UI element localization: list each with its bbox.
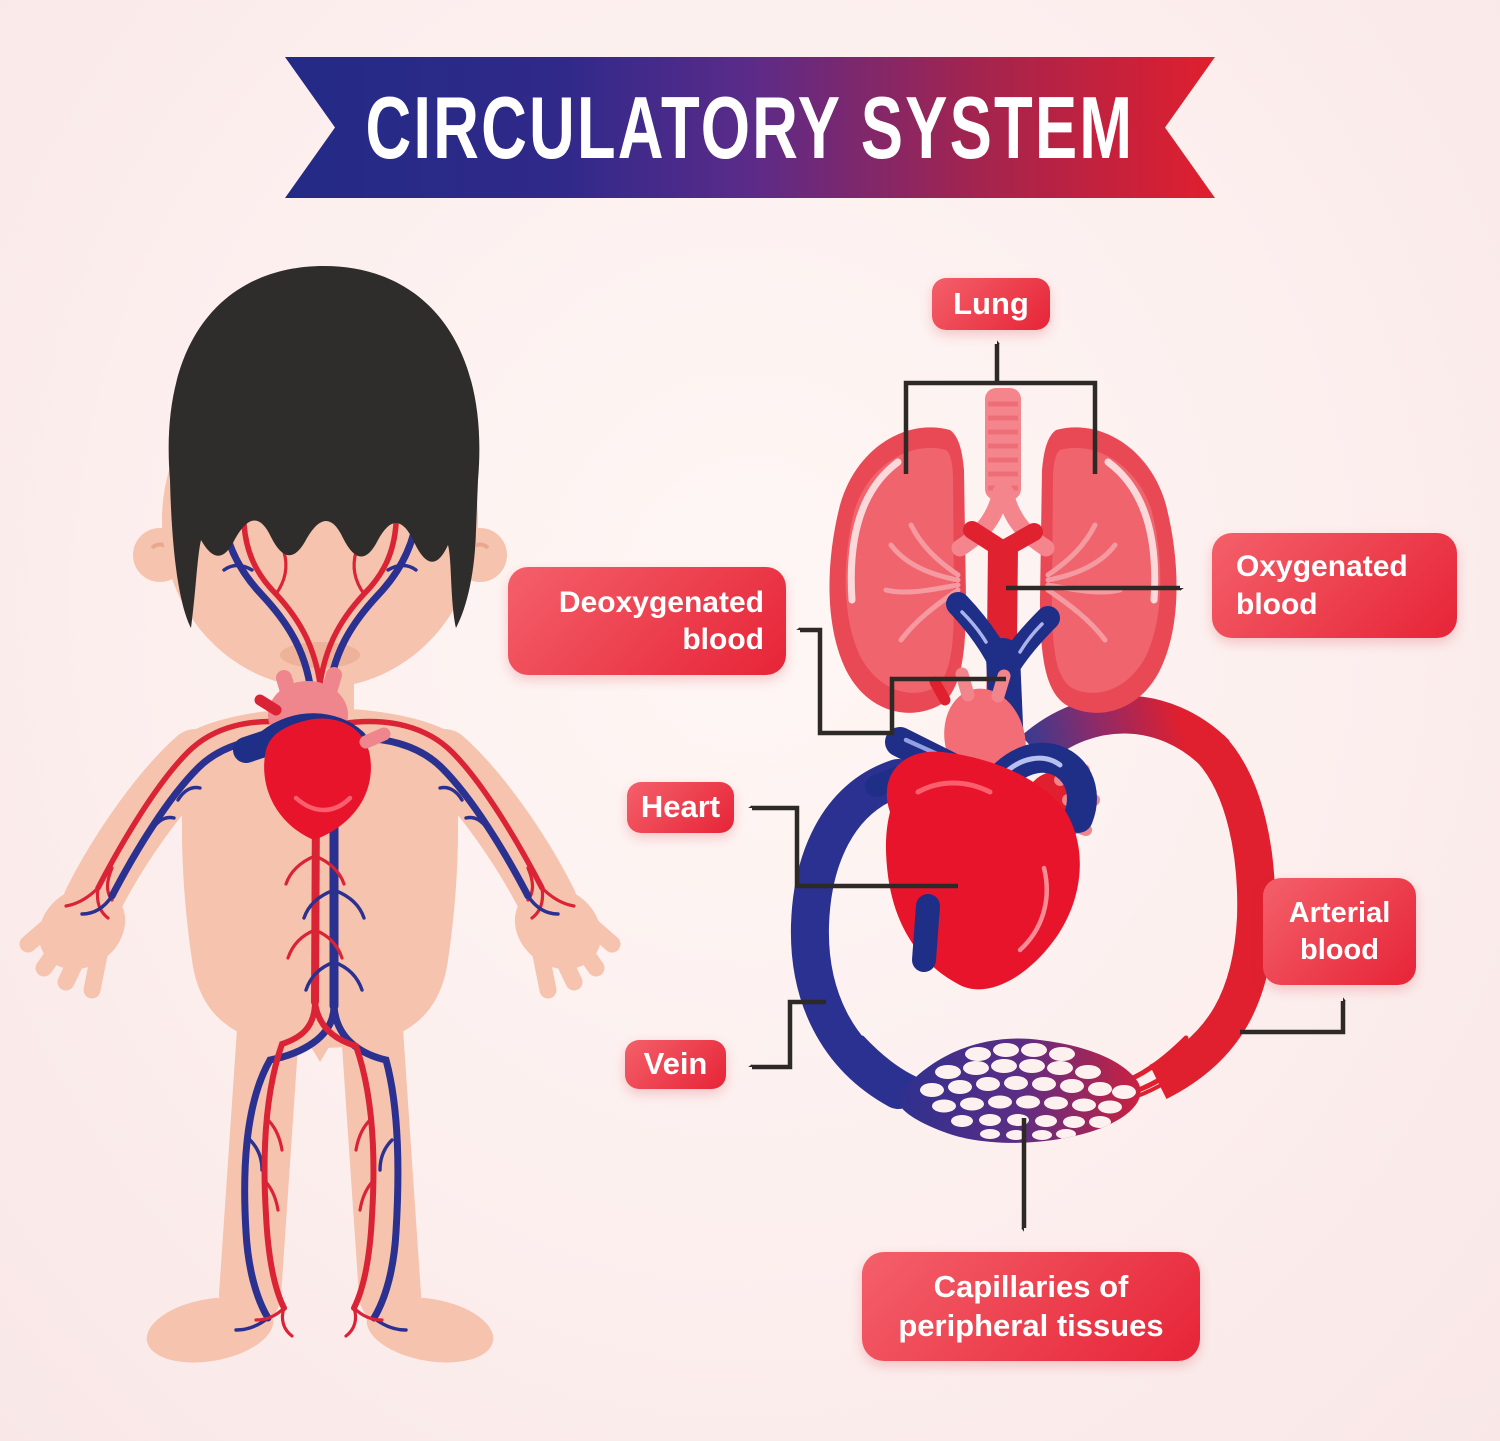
hair [168,266,480,628]
child-figure-illustration [19,266,621,1363]
trachea-illustration [951,388,1055,557]
circulation-diagram [752,344,1343,1228]
label-deoxygenated-blood-text: Deoxygenated blood [558,585,764,657]
capillary-bed-illustration [898,1038,1141,1143]
label-heart: Heart [627,782,734,833]
label-lung-text: Lung [953,285,1029,321]
label-vein-text: Vein [643,1046,708,1082]
right-lung [1040,427,1177,713]
label-oxygenated-blood: Oxygenated blood [1212,533,1457,638]
child-heart-illustration [233,667,391,840]
label-lung: Lung [932,278,1050,330]
connectors [752,344,1343,1228]
label-heart-text: Heart [640,789,721,825]
left-lung [829,427,966,713]
page-title: CIRCULATORY SYSTEM [365,77,1135,177]
label-deoxygenated-blood: Deoxygenated blood [508,567,786,675]
label-vein: Vein [625,1040,726,1089]
label-oxygenated-blood-text: Oxygenated blood [1236,550,1408,621]
heart-illustration [865,667,1100,990]
label-capillaries-text: Capillaries of peripheral tissues [898,1268,1164,1343]
label-arterial-blood: Arterial blood [1263,878,1416,985]
label-capillaries: Capillaries of peripheral tissues [862,1252,1200,1361]
title-banner: CIRCULATORY SYSTEM [285,57,1215,198]
connector-deoxygenated [800,630,1006,736]
connector-heart [752,808,958,889]
connector-lung-bracket [903,380,1098,474]
connector-arterial [1240,1001,1343,1035]
label-arterial-blood-text: Arterial blood [1288,897,1391,966]
connector-vein [752,999,826,1070]
